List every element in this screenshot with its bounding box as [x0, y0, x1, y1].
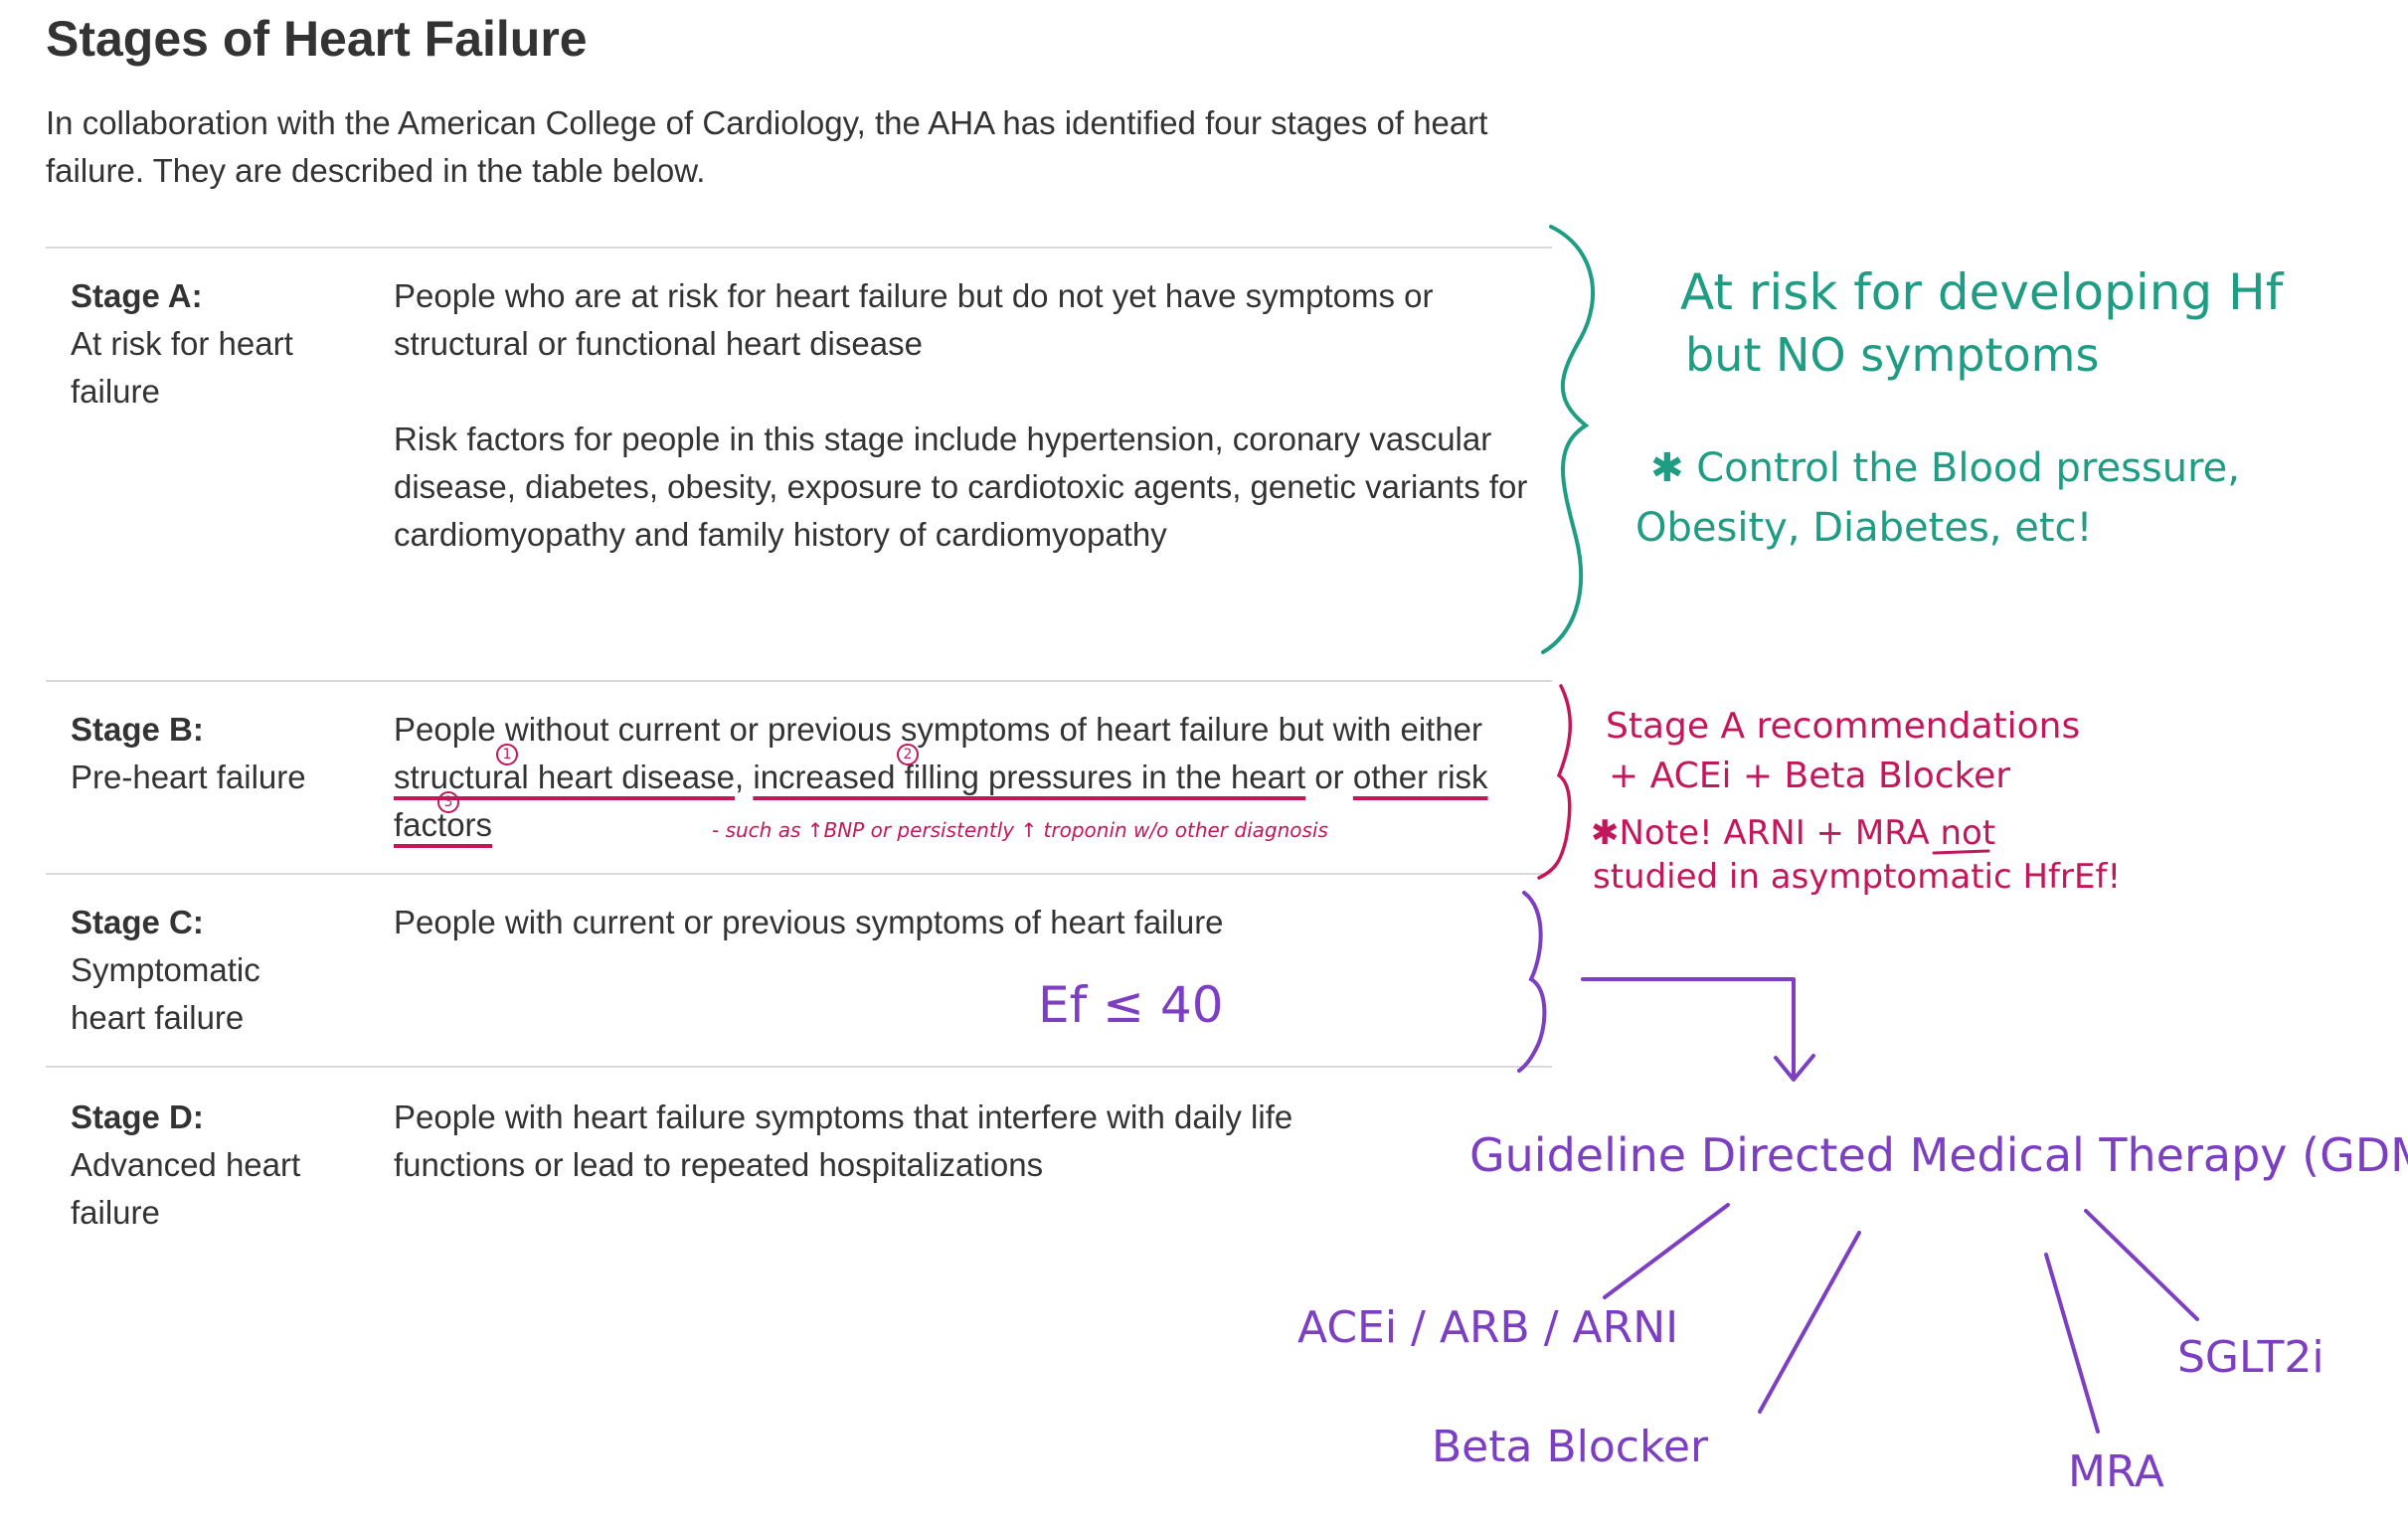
stage-b-description: People without current or previous sympt…: [394, 706, 1567, 849]
gdmt-drug-sglt2i: SGLT2i: [2177, 1332, 2324, 1383]
desc-text: People without current or previous sympt…: [394, 711, 1483, 748]
stage-title: Pre-heart failure: [71, 759, 306, 795]
gdmt-arrow: [1581, 977, 1815, 1082]
stage-b-note-line1: ✱Note! ARNI + MRA not: [1591, 813, 1996, 853]
underlined-filling-pressures: increased filling pressures in the heart: [753, 759, 1306, 795]
stage-a-note-line2: Obesity, Diabetes, etc!: [1635, 505, 2093, 551]
stage-b-note-line2: studied in asymptomatic HfrEf!: [1593, 857, 2122, 897]
page-title: Stages of Heart Failure: [46, 11, 588, 67]
stage-description-text: People who are at risk for heart failure…: [394, 277, 1434, 362]
gdmt-drug-acei-arb-arni: ACEi / ARB / ARNI: [1297, 1302, 1679, 1353]
stage-title: At risk for heart failure: [71, 325, 293, 410]
stage-c-name: Stage C: Symptomatic heart failure: [71, 899, 329, 1042]
branch-line-sglt2i: [2084, 1209, 2199, 1321]
circle-number-3: 3: [437, 791, 459, 813]
circle-number-2: 2: [897, 744, 919, 765]
stage-d-name: Stage D: Advanced heart failure: [71, 1094, 359, 1237]
circle-number-1: 1: [496, 744, 518, 765]
stage-c-description: People with current or previous symptoms…: [394, 904, 1224, 940]
gdmt-drug-beta-blocker: Beta Blocker: [1432, 1422, 1709, 1472]
stage-title: Symptomatic heart failure: [71, 951, 260, 1036]
stage-risk-factors-text: Risk factors for people in this stage in…: [394, 421, 1528, 553]
stage-a-brace: [1541, 225, 1596, 654]
desc-text: ,: [735, 759, 754, 795]
underlined-structural-heart-disease: structural heart disease: [394, 759, 736, 795]
stage-label: Stage B:: [71, 711, 204, 748]
underline-not: [1932, 849, 1990, 855]
table-divider: [46, 247, 1552, 249]
underlined-other-risk-factors: other risk factors: [394, 759, 1488, 843]
table-divider: [46, 680, 1552, 682]
stage-a-description: People who are at risk for heart failure…: [394, 272, 1537, 559]
stage-a-annotation-line1: At risk for developing Hf: [1680, 263, 2284, 321]
stage-b-inline-note: - such as ↑BNP or persistently ↑ troponi…: [712, 818, 1328, 842]
stage-b-recommendation-line2: + ACEi + Beta Blocker: [1609, 756, 2011, 796]
table-divider: [46, 1066, 1552, 1068]
stage-label: Stage C:: [71, 904, 204, 940]
gdmt-annotation: Guideline Directed Medical Therapy (GDMT…: [1469, 1128, 2408, 1182]
stage-title: Advanced heart failure: [71, 1146, 301, 1231]
intro-paragraph: In collaboration with the American Colle…: [46, 104, 1488, 189]
desc-text: or: [1305, 759, 1353, 795]
stage-label: Stage A:: [71, 277, 203, 314]
branch-line-acei: [1603, 1203, 1730, 1299]
stage-b-recommendation-line1: Stage A recommendations: [1606, 706, 2081, 747]
stage-b-brace: [1537, 684, 1572, 880]
stage-c-brace: [1517, 891, 1547, 1073]
table-divider: [46, 873, 1552, 875]
ef-annotation: Ef ≤ 40: [1038, 976, 1224, 1034]
stage-d-description: People with heart failure symptoms that …: [394, 1099, 1293, 1183]
branch-line-beta-blocker: [1758, 1231, 1861, 1414]
stage-a-annotation-line2: but NO symptoms: [1685, 328, 2100, 382]
stage-a-name: Stage A: At risk for heart failure: [71, 272, 389, 416]
stage-b-name: Stage B: Pre-heart failure: [71, 706, 389, 801]
stage-label: Stage D:: [71, 1099, 204, 1135]
gdmt-drug-mra: MRA: [2068, 1446, 2164, 1497]
branch-line-mra: [2044, 1253, 2100, 1434]
stage-a-note-line1: ✱ Control the Blood pressure,: [1650, 445, 2240, 491]
